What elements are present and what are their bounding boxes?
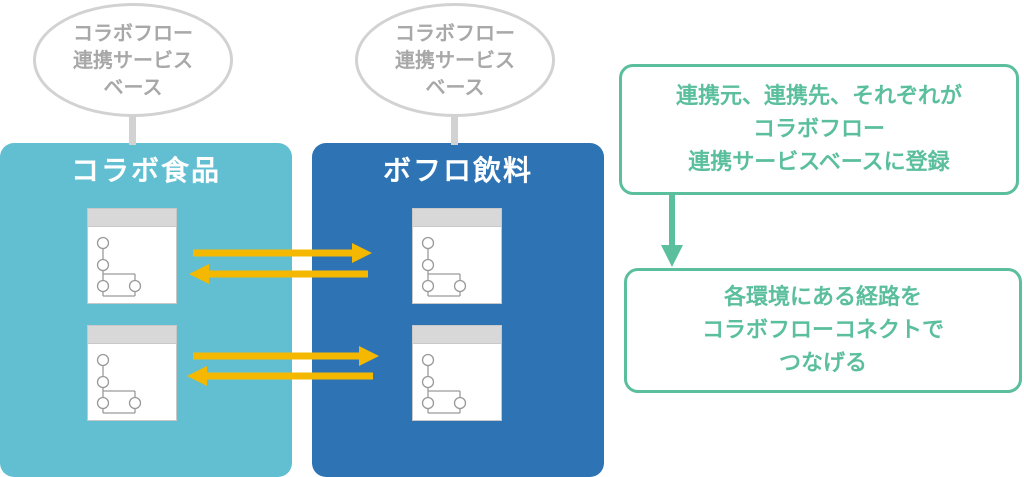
step-text-line: 各環境にある経路を xyxy=(723,285,922,310)
step-connect-box: 各環境にある経路を コラボフローコネクトで つなげる xyxy=(624,268,1022,393)
step-register-box: 連携元、連携先、それぞれが コラボフロー 連携サービスベースに登録 xyxy=(619,64,1019,195)
card-header-bar xyxy=(88,326,176,344)
service-base-line: コラボフロー xyxy=(395,20,515,45)
environment-panel-right: ボフロ飲料 xyxy=(312,143,604,477)
service-base-line: ベース xyxy=(103,74,163,99)
flow-route-card xyxy=(87,208,177,304)
flow-route-card xyxy=(412,208,502,304)
service-base-left: コラボフロー 連携サービス ベース xyxy=(33,3,233,117)
flow-route-card xyxy=(412,325,502,421)
card-header-bar xyxy=(413,326,501,344)
service-base-line: 連携サービス xyxy=(395,47,515,72)
flow-route-icon xyxy=(96,353,142,414)
step-text-line: 連携サービスベースに登録 xyxy=(688,150,950,175)
environment-panel-left: コラボ食品 xyxy=(0,143,292,477)
service-base-line: 連携サービス xyxy=(73,47,193,72)
service-base-right: コラボフロー 連携サービス ベース xyxy=(355,3,555,117)
service-base-line: ベース xyxy=(425,74,485,99)
environment-title: ボフロ飲料 xyxy=(382,154,533,187)
flow-route-card xyxy=(87,325,177,421)
flow-route-icon xyxy=(421,236,467,297)
card-header-bar xyxy=(413,209,501,227)
step-text-line: 連携元、連携先、それぞれが xyxy=(675,84,962,109)
connector-stem-right xyxy=(451,115,458,145)
step-text-line: コラボフロー xyxy=(752,117,885,142)
service-base-line: コラボフロー xyxy=(73,20,193,45)
card-header-bar xyxy=(88,209,176,227)
step-text-line: コラボフローコネクトで xyxy=(701,318,944,343)
environment-title: コラボ食品 xyxy=(70,154,221,187)
flow-route-icon xyxy=(421,353,467,414)
step-text-line: つなげる xyxy=(778,351,867,376)
flow-route-icon xyxy=(96,236,142,297)
connector-stem-left xyxy=(129,115,136,145)
